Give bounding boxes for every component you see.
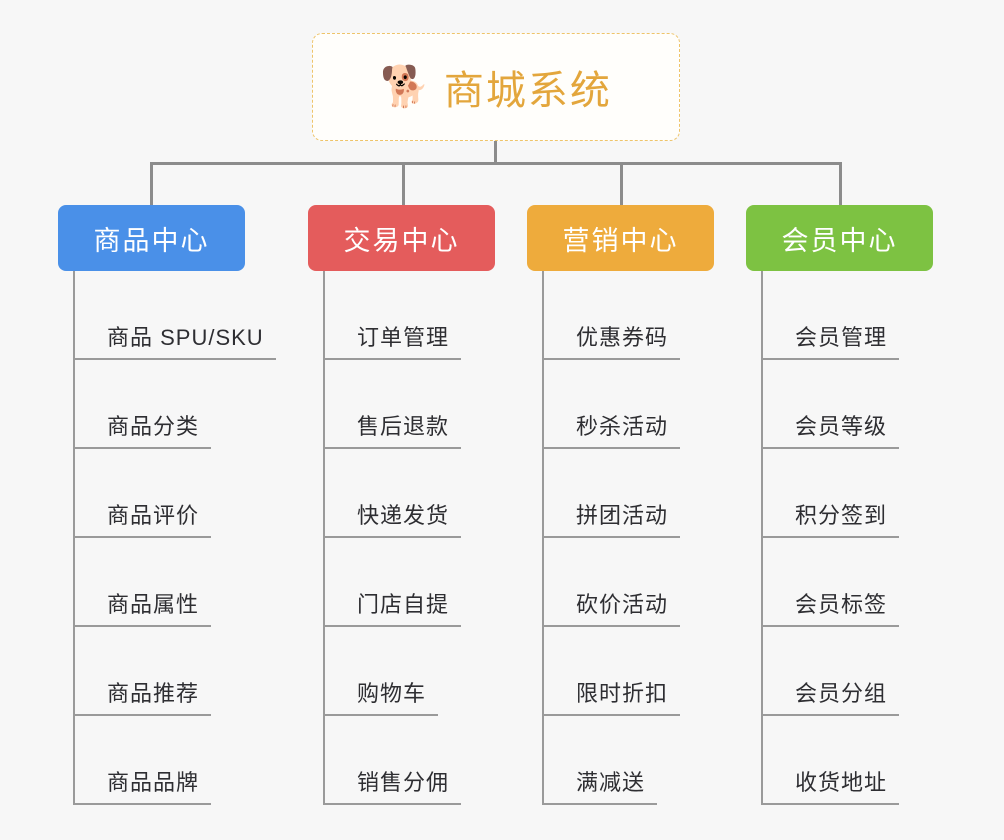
list-item[interactable]: 售后退款 xyxy=(323,360,540,449)
category-label-4: 会员中心 xyxy=(781,225,898,256)
list-item[interactable]: 销售分佣 xyxy=(323,716,540,805)
branch-trunk-2 xyxy=(323,271,325,805)
category-column-2: 交易中心 订单管理 售后退款 快递发货 门店自提 购物车 销售分佣 xyxy=(308,205,540,805)
leaf-label: 商品分类 xyxy=(73,409,212,449)
leaf-label: 拼团活动 xyxy=(542,498,681,538)
leaf-label: 购物车 xyxy=(323,676,439,716)
list-item[interactable]: 会员标签 xyxy=(761,538,978,627)
leaf-label: 商品品牌 xyxy=(73,765,212,805)
category-header-1[interactable]: 商品中心 xyxy=(58,205,245,271)
branch-trunk-1 xyxy=(73,271,75,805)
root-title: 商城系统 xyxy=(443,69,612,113)
list-item[interactable]: 商品属性 xyxy=(73,538,290,627)
drop-connector-3 xyxy=(620,162,623,207)
leaf-label: 商品属性 xyxy=(73,587,212,627)
leaf-list-1: 商品 SPU/SKU 商品分类 商品评价 商品属性 商品推荐 商品品牌 xyxy=(58,271,290,805)
list-item[interactable]: 商品分类 xyxy=(73,360,290,449)
leaf-label: 会员管理 xyxy=(761,320,900,360)
list-item[interactable]: 会员分组 xyxy=(761,627,978,716)
list-item[interactable]: 收货地址 xyxy=(761,716,978,805)
leaf-label: 会员分组 xyxy=(761,676,900,716)
category-column-3: 营销中心 优惠券码 秒杀活动 拼团活动 砍价活动 限时折扣 满减送 xyxy=(527,205,759,805)
leaf-label: 商品推荐 xyxy=(73,676,212,716)
list-item[interactable]: 商品品牌 xyxy=(73,716,290,805)
root-stem-connector xyxy=(494,141,497,165)
drop-connector-1 xyxy=(150,162,153,207)
category-header-3[interactable]: 营销中心 xyxy=(527,205,714,271)
list-item[interactable]: 限时折扣 xyxy=(542,627,759,716)
list-item[interactable]: 会员管理 xyxy=(761,271,978,360)
leaf-label: 商品 SPU/SKU xyxy=(73,320,276,360)
branch-trunk-3 xyxy=(542,271,544,805)
leaf-label: 满减送 xyxy=(542,765,658,805)
leaf-label: 限时折扣 xyxy=(542,676,681,716)
leaf-list-3: 优惠券码 秒杀活动 拼团活动 砍价活动 限时折扣 满减送 xyxy=(527,271,759,805)
leaf-label: 积分签到 xyxy=(761,498,900,538)
list-item[interactable]: 砍价活动 xyxy=(542,538,759,627)
category-label-1: 商品中心 xyxy=(93,225,210,256)
leaf-label: 会员标签 xyxy=(761,587,900,627)
category-label-2: 交易中心 xyxy=(343,225,460,256)
list-item[interactable]: 积分签到 xyxy=(761,449,978,538)
leaf-label: 优惠券码 xyxy=(542,320,681,360)
root-node[interactable]: 🐕 商城系统 xyxy=(312,33,680,141)
list-item[interactable]: 快递发货 xyxy=(323,449,540,538)
list-item[interactable]: 订单管理 xyxy=(323,271,540,360)
leaf-list-2: 订单管理 售后退款 快递发货 门店自提 购物车 销售分佣 xyxy=(308,271,540,805)
leaf-label: 秒杀活动 xyxy=(542,409,681,449)
leaf-list-4: 会员管理 会员等级 积分签到 会员标签 会员分组 收货地址 xyxy=(746,271,978,805)
leaf-label: 订单管理 xyxy=(323,320,462,360)
leaf-label: 会员等级 xyxy=(761,409,900,449)
leaf-label: 砍价活动 xyxy=(542,587,681,627)
branch-trunk-4 xyxy=(761,271,763,805)
category-header-4[interactable]: 会员中心 xyxy=(746,205,933,271)
category-column-4: 会员中心 会员管理 会员等级 积分签到 会员标签 会员分组 收货地址 xyxy=(746,205,978,805)
leaf-label: 售后退款 xyxy=(323,409,462,449)
shiba-dog-emoji-icon: 🐕 xyxy=(380,65,430,109)
list-item[interactable]: 商品推荐 xyxy=(73,627,290,716)
horizontal-bus-connector xyxy=(150,162,842,165)
leaf-label: 快递发货 xyxy=(323,498,462,538)
category-label-3: 营销中心 xyxy=(562,225,679,256)
list-item[interactable]: 会员等级 xyxy=(761,360,978,449)
leaf-label: 门店自提 xyxy=(323,587,462,627)
list-item[interactable]: 商品评价 xyxy=(73,449,290,538)
list-item[interactable]: 拼团活动 xyxy=(542,449,759,538)
leaf-label: 销售分佣 xyxy=(323,765,462,805)
list-item[interactable]: 商品 SPU/SKU xyxy=(73,271,290,360)
list-item[interactable]: 门店自提 xyxy=(323,538,540,627)
list-item[interactable]: 购物车 xyxy=(323,627,540,716)
list-item[interactable]: 秒杀活动 xyxy=(542,360,759,449)
list-item[interactable]: 优惠券码 xyxy=(542,271,759,360)
leaf-label: 收货地址 xyxy=(761,765,900,805)
list-item[interactable]: 满减送 xyxy=(542,716,759,805)
drop-connector-2 xyxy=(402,162,405,207)
leaf-label: 商品评价 xyxy=(73,498,212,538)
drop-connector-4 xyxy=(839,162,842,207)
category-header-2[interactable]: 交易中心 xyxy=(308,205,495,271)
category-column-1: 商品中心 商品 SPU/SKU 商品分类 商品评价 商品属性 商品推荐 商品品牌 xyxy=(58,205,290,805)
